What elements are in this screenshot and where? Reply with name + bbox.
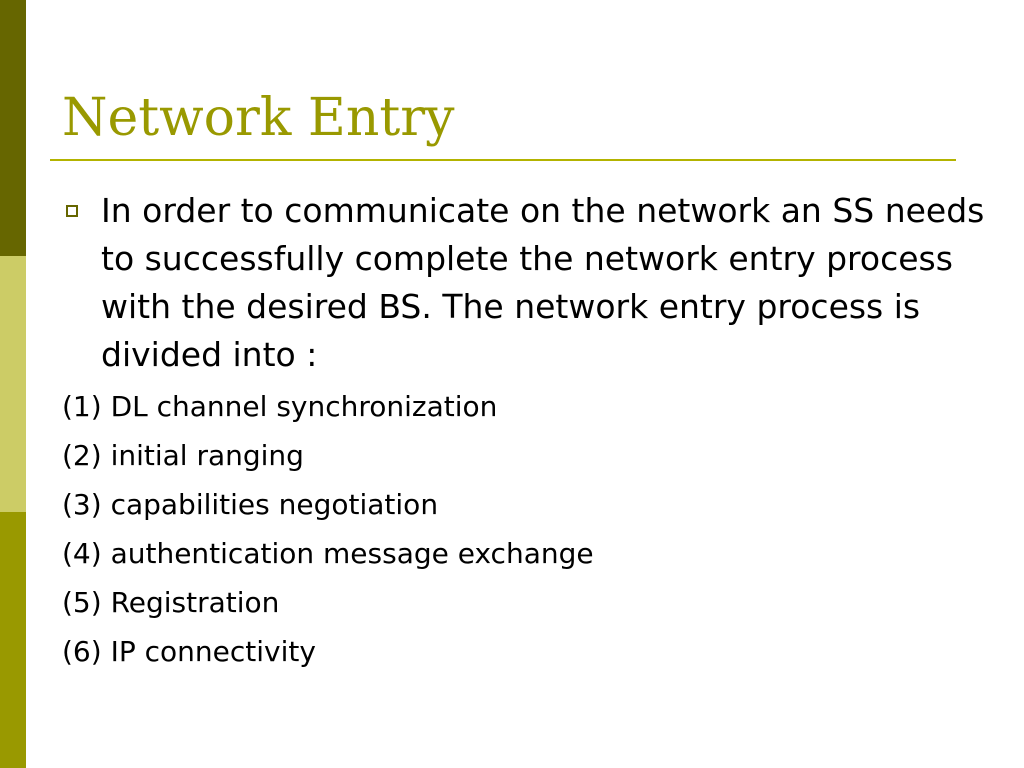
- side-bar-bottom: [0, 512, 26, 768]
- title-divider: [50, 159, 956, 161]
- side-bar-middle: [0, 256, 26, 512]
- side-bar-top: [0, 0, 26, 256]
- hollow-square-bullet-icon: [66, 205, 78, 217]
- step-item: (1) DL channel synchronization: [62, 390, 498, 423]
- bullet-point: In order to communicate on the network a…: [62, 187, 992, 379]
- step-list: (1) DL channel synchronization (2) initi…: [62, 382, 594, 676]
- slide-title: Network Entry: [62, 88, 455, 148]
- step-item: (4) authentication message exchange: [62, 537, 594, 570]
- step-item: (6) IP connectivity: [62, 635, 316, 668]
- step-item: (2) initial ranging: [62, 439, 304, 472]
- bullet-text: In order to communicate on the network a…: [101, 191, 985, 374]
- step-item: (5) Registration: [62, 586, 280, 619]
- step-item: (3) capabilities negotiation: [62, 488, 439, 521]
